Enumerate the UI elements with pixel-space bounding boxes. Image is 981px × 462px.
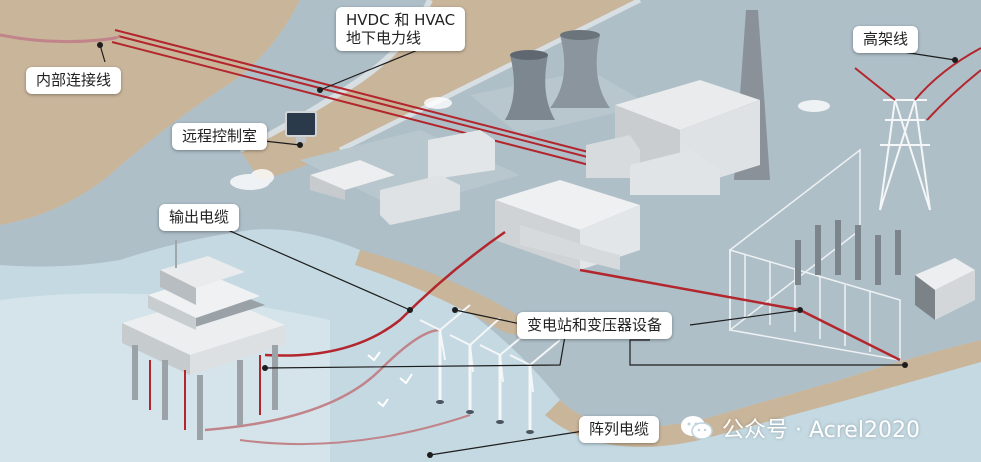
- label-export-cable: 输出电缆: [159, 204, 240, 231]
- export-cable: [264, 230, 506, 357]
- label-substation: 变电站和变压器设备: [517, 312, 673, 339]
- clouds: [230, 97, 830, 190]
- overhead-lines: [854, 47, 981, 121]
- land-left: [0, 0, 300, 225]
- array-cable-2: [239, 414, 471, 446]
- offshore-platform: [122, 240, 285, 440]
- label-hvdc-hvac: HVDC 和 HVAC 地下电力线: [336, 7, 466, 51]
- leader-dots: [97, 42, 958, 458]
- watermark-text: 公众号 · Acrel2020: [722, 418, 920, 443]
- control-building-1: [310, 160, 395, 190]
- land-top: [240, 0, 640, 180]
- control-building-2: [428, 130, 495, 180]
- control-building-3: [380, 175, 460, 225]
- birds: [367, 351, 413, 408]
- monitor-icon: [285, 111, 317, 137]
- watermark: 公众号 · Acrel2020: [680, 412, 920, 444]
- plant-annex: [586, 135, 640, 178]
- cooling-tower-1: [505, 55, 555, 120]
- label-array-cable: 阵列电缆: [579, 416, 660, 443]
- road-2: [338, 0, 642, 153]
- cooling-tower-2: [550, 35, 610, 108]
- label-remote-control: 远程控制室: [172, 123, 268, 150]
- substation-roof: [495, 180, 640, 230]
- hvdc-lines: [111, 29, 604, 168]
- plant-roof: [615, 80, 760, 130]
- small-building: [915, 258, 975, 290]
- interconnector-cable: [0, 33, 120, 44]
- label-overhead-line: 高架线: [853, 26, 919, 53]
- wechat-icon: [681, 416, 713, 440]
- pylon: [879, 99, 931, 211]
- zone-office: [300, 130, 520, 210]
- array-cable-1: [204, 328, 441, 432]
- beach-center: [355, 250, 540, 335]
- label-interconnector: 内部连接线: [26, 67, 122, 94]
- plant-annex-2: [630, 150, 720, 195]
- insulators: [795, 220, 901, 285]
